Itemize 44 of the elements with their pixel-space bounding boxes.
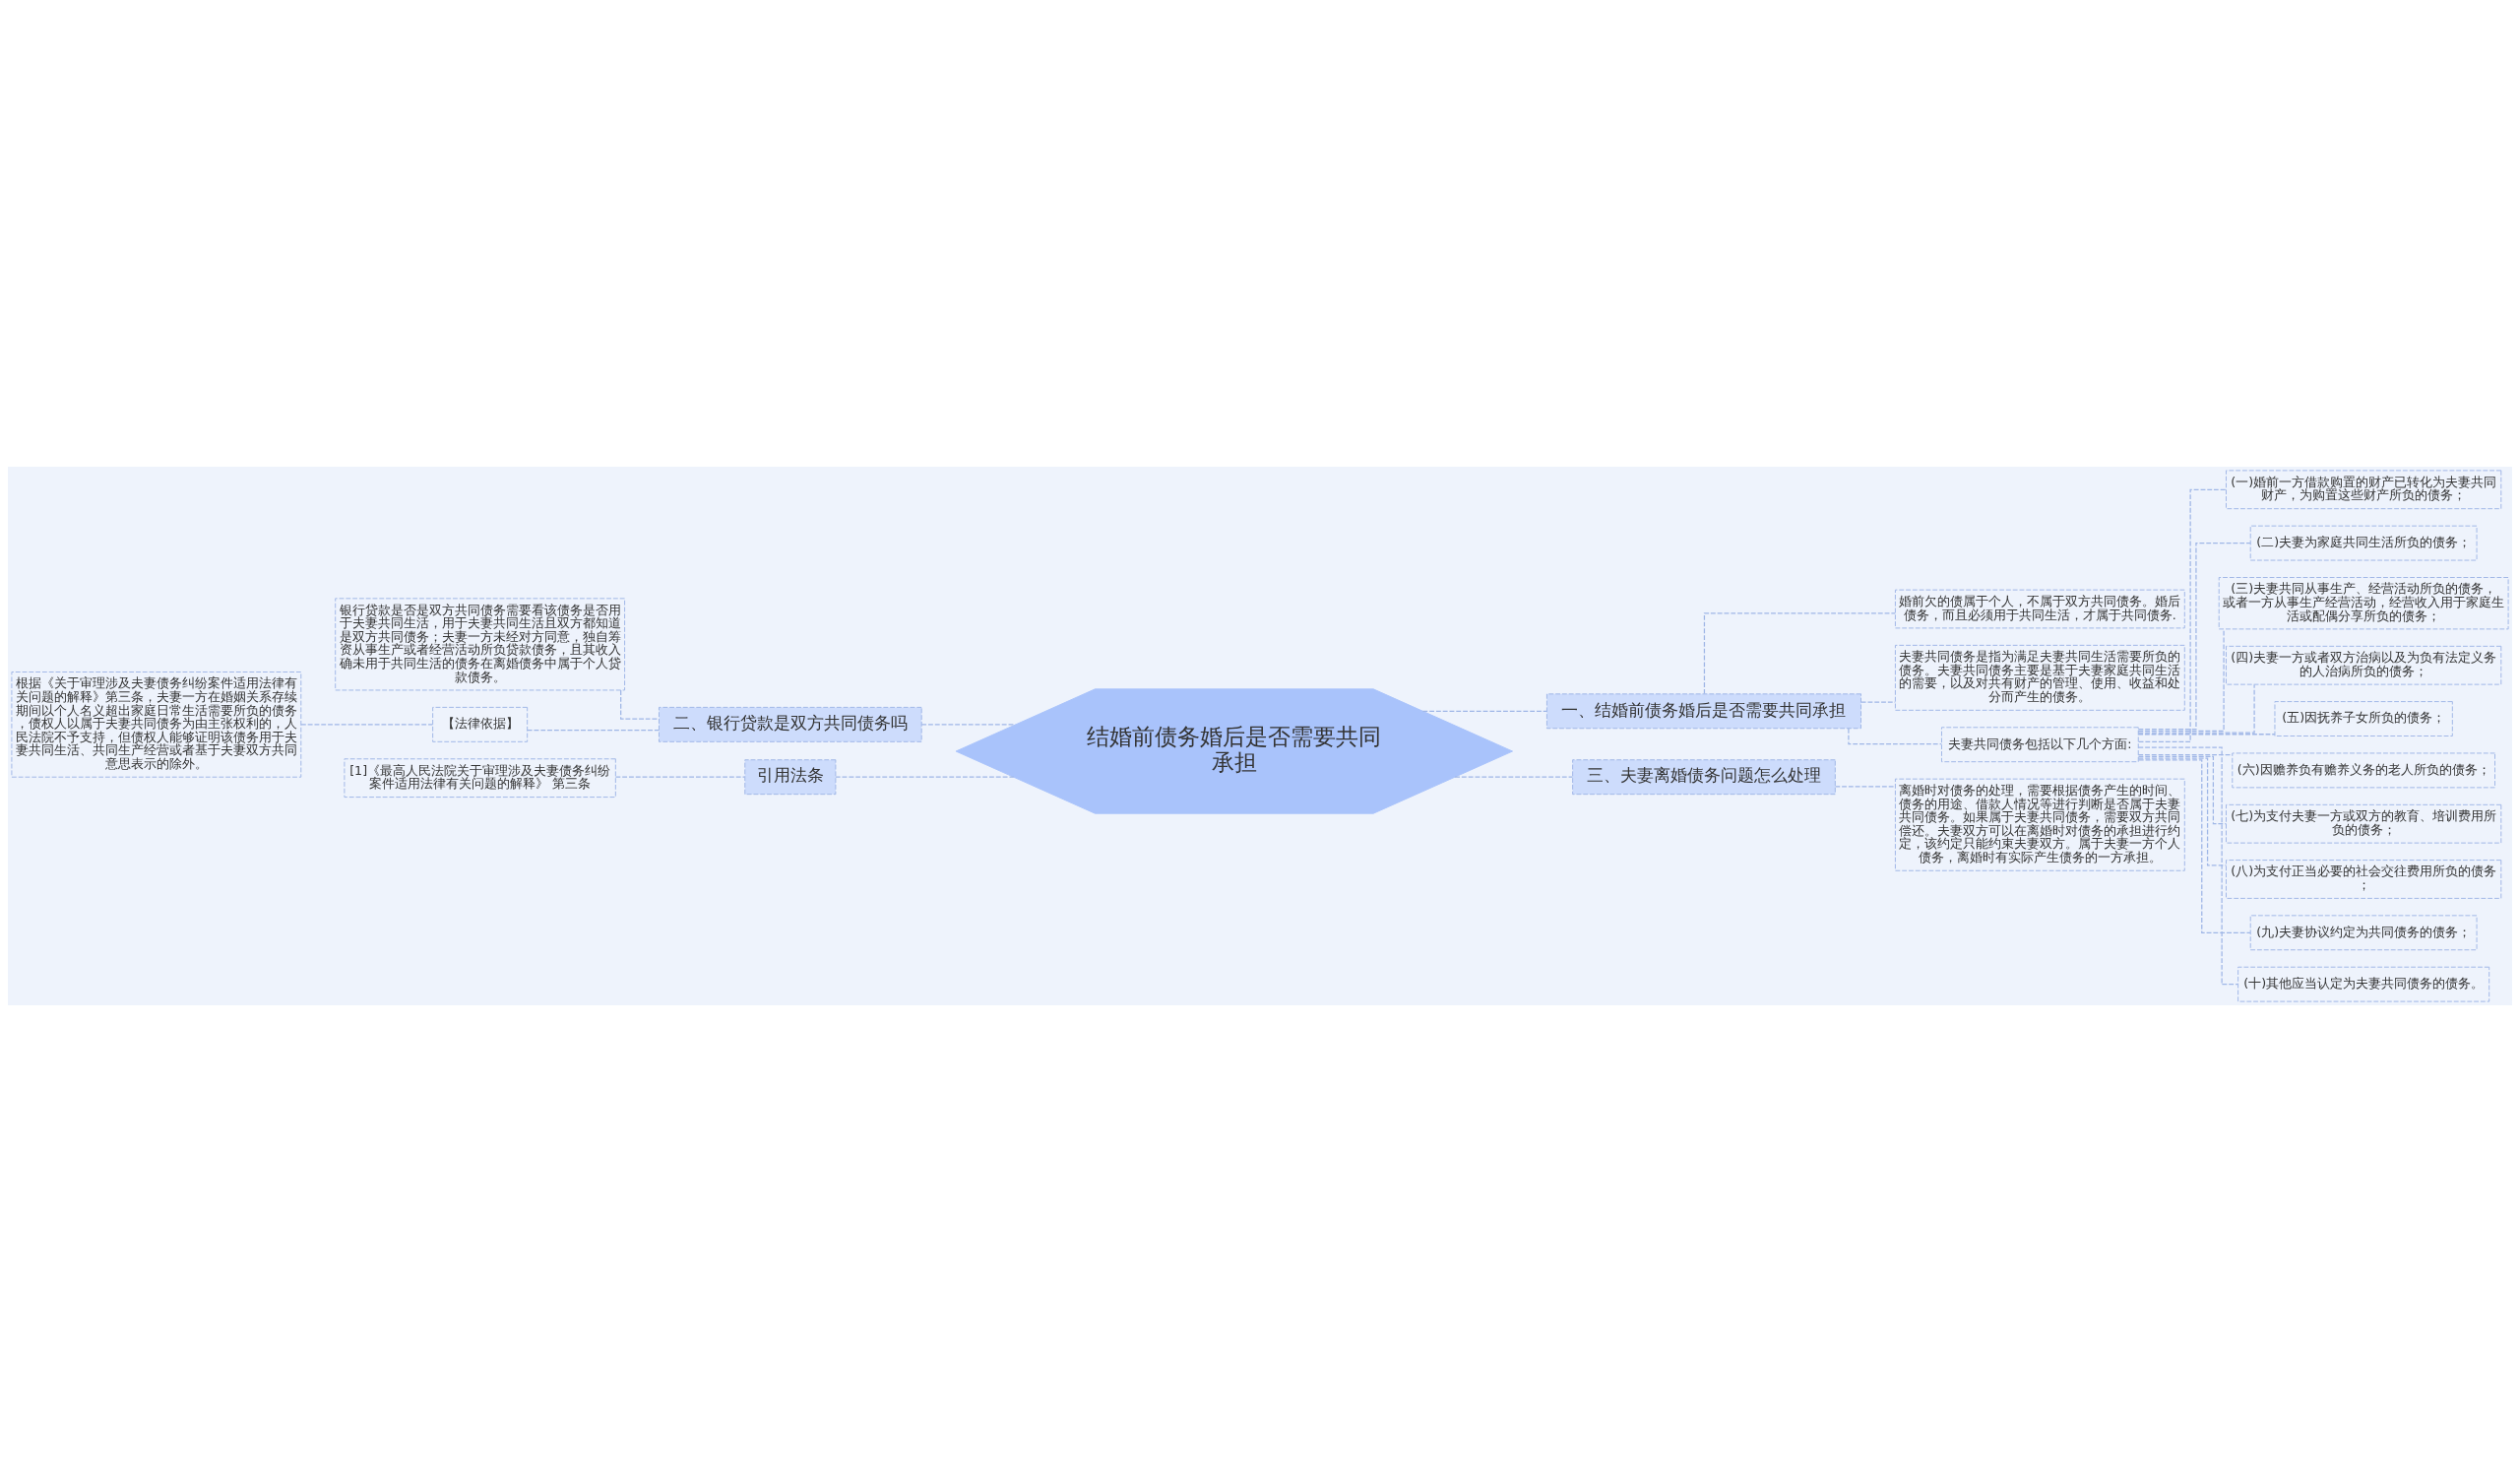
connector — [2137, 628, 2225, 732]
node-box: (五)因抚养子女所负的债务； — [2274, 701, 2453, 736]
connector — [2138, 759, 2251, 933]
connector — [1421, 710, 1547, 712]
connector — [2137, 542, 2251, 731]
node-box: (六)因赡养负有赡养义务的老人所负的债务； — [2232, 752, 2495, 789]
connector — [2137, 746, 2238, 986]
node-box: (三)夫妻共同从事生产、经营活动所负的债务，或者一方从事生产经营活动，经营收入用于家庭生活或配偶分享所负的债务； — [2218, 577, 2509, 630]
node-box: 三、夫妻离婚债务问题怎么处理 — [1572, 759, 1836, 796]
node-box: (十)其他应当认定为夫妻共同债务的债务。 — [2237, 966, 2490, 1002]
node-box: [1]《最高人民法院关于审理涉及夫妻债务纠纷案件适用法律有关问题的解释》 第三条 — [344, 758, 616, 799]
connector — [2137, 755, 2228, 825]
connector — [1848, 728, 1942, 745]
connector — [1860, 701, 1896, 703]
node-box: (四)夫妻一方或者双方治病以及为负有法定义务的人治病所负的债务； — [2226, 645, 2502, 685]
node-box: (七)为支付夫妻一方或双方的教育、培训费用所负的债务； — [2226, 803, 2502, 844]
node-box: 银行贷款是否是双方共同债务需要看该债务是否用于夫妻共同生活，用于夫妻共同生活且双方都知道是双方共同债务；夫妻一方未经对方同意，独自筹资从事生产或者经营活动所负贷款债务，且其收入确未用于共同生活的债务在离婚债务中属于个人贷款债务。 — [335, 598, 626, 691]
node-box: (一)婚前一方借款购置的财产已转化为夫妻共同财产，为购置这些财产所负的债务； — [2226, 470, 2502, 510]
connector — [1834, 786, 1896, 788]
node-box: (八)为支付正当必要的社会交往费用所负的债务； — [2226, 860, 2502, 899]
connector — [2137, 488, 2227, 742]
node-box: 夫妻共同债务包括以下几个方面: — [1941, 727, 2139, 763]
connector — [2137, 734, 2276, 736]
connector — [527, 730, 660, 732]
node-box: 离婚时对债务的处理，需要根据债务产生的时间、债务的用途、借款人情况等进行判断是否属于夫妻共同债务。如果属于夫妻共同债务，需要双方共同偿还。夫妻双方可以在离婚时对债务的承担进行约定，该约定只能约束夫妻双方。属于夫妻一方个人债务，离婚时有实际产生债务的一方承担。 — [1894, 778, 2185, 871]
node-box: 一、结婚前债务婚后是否需要共同承担 — [1545, 693, 1861, 730]
connector — [2137, 754, 2234, 756]
connector — [620, 689, 660, 720]
connector — [835, 776, 1015, 778]
node-box: 根据《关于审理涉及夫妻债务纠纷案件适用法律有关问题的解释》第三条，夫妻一方在婚姻关系存续期间以个人名义超出家庭日常生活需要所负的债务，债权人以属于夫妻共同债务为由主张权利的，人民法院不予支持，但债权人能够证明该债务用于夫妻共同生活、共同生产经营或者基于夫妻双方共同意思表示的除外。 — [11, 672, 302, 778]
node-box: 夫妻共同债务是指为满足夫妻共同生活需要所负的债务。夫妻共同债务主要是基于夫妻家庭共同生活的需要，以及对共有财产的管理、使用、收益和处分而产生的债务。 — [1894, 644, 2185, 711]
connector — [2137, 683, 2255, 734]
node-box: 婚前欠的债属于个人，不属于双方共同债务。婚后债务，而且必须用于共同生活，才属于共同债务. — [1894, 589, 2185, 629]
node-box: (二)夫妻为家庭共同生活所负的债务； — [2249, 525, 2478, 561]
connector — [920, 724, 1017, 726]
connector — [1454, 776, 1574, 778]
node-box: 引用法条 — [744, 759, 837, 796]
node-box: (九)夫妻协议约定为共同债务的债务； — [2249, 915, 2478, 951]
connector — [2137, 757, 2227, 866]
connector — [300, 724, 433, 726]
connector — [1703, 612, 1896, 695]
node-box: 二、银行贷款是双方共同债务吗 — [659, 706, 922, 742]
node-box: 【法律依据】 — [432, 706, 529, 742]
connector — [614, 776, 746, 778]
